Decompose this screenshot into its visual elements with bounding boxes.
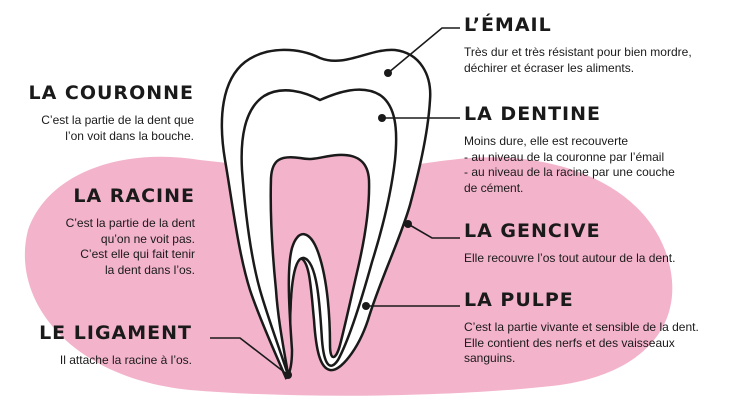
label-pulpe: LA PULPE C’est la partie vivante et sens… <box>464 289 699 367</box>
label-dentine: LA DENTINE Moins dure, elle est recouver… <box>464 103 675 196</box>
pulpe-title: LA PULPE <box>464 289 574 311</box>
label-couronne: LA COURONNE C’est la partie de la dent q… <box>28 82 194 144</box>
label-ligament: LE LIGAMENT Il attache la racine à l’os. <box>39 322 192 369</box>
label-email: L’ÉMAIL Très dur et très résistant pour … <box>464 14 692 76</box>
pulp-shape <box>269 153 371 377</box>
leader-ligament <box>210 337 289 376</box>
dentine-description: Moins dure, elle est recouverte - au niv… <box>464 134 675 195</box>
email-description: Très dur et très résistant pour bien mor… <box>464 45 692 75</box>
racine-title: LA RACINE <box>73 185 195 207</box>
couronne-description: C’est la partie de la dent que l’on voit… <box>41 113 194 143</box>
label-racine: LA RACINE C’est la partie de la dent qu’… <box>66 185 195 278</box>
ligament-description: Il attache la racine à l’os. <box>59 353 192 367</box>
racine-description: C’est la partie de la dent qu’on ne voit… <box>65 216 195 277</box>
dentine-title: LA DENTINE <box>464 103 601 125</box>
dot-email <box>384 69 392 77</box>
gencive-description: Elle recouvre l’os tout autour de la den… <box>464 251 676 265</box>
dot-dentine <box>378 114 386 122</box>
couronne-title: LA COURONNE <box>28 82 194 104</box>
email-title: L’ÉMAIL <box>464 14 552 36</box>
dot-ligament <box>284 371 292 379</box>
gencive-title: LA GENCIVE <box>464 220 601 242</box>
ligament-title: LE LIGAMENT <box>39 322 192 344</box>
dot-pulpe <box>362 302 370 310</box>
label-gencive: LA GENCIVE Elle recouvre l’os tout autou… <box>464 220 675 267</box>
dot-gencive <box>404 220 412 228</box>
leader-email <box>387 27 460 74</box>
pulpe-description: C’est la partie vivante et sensible de l… <box>464 320 699 365</box>
leader-gencive <box>407 223 460 239</box>
